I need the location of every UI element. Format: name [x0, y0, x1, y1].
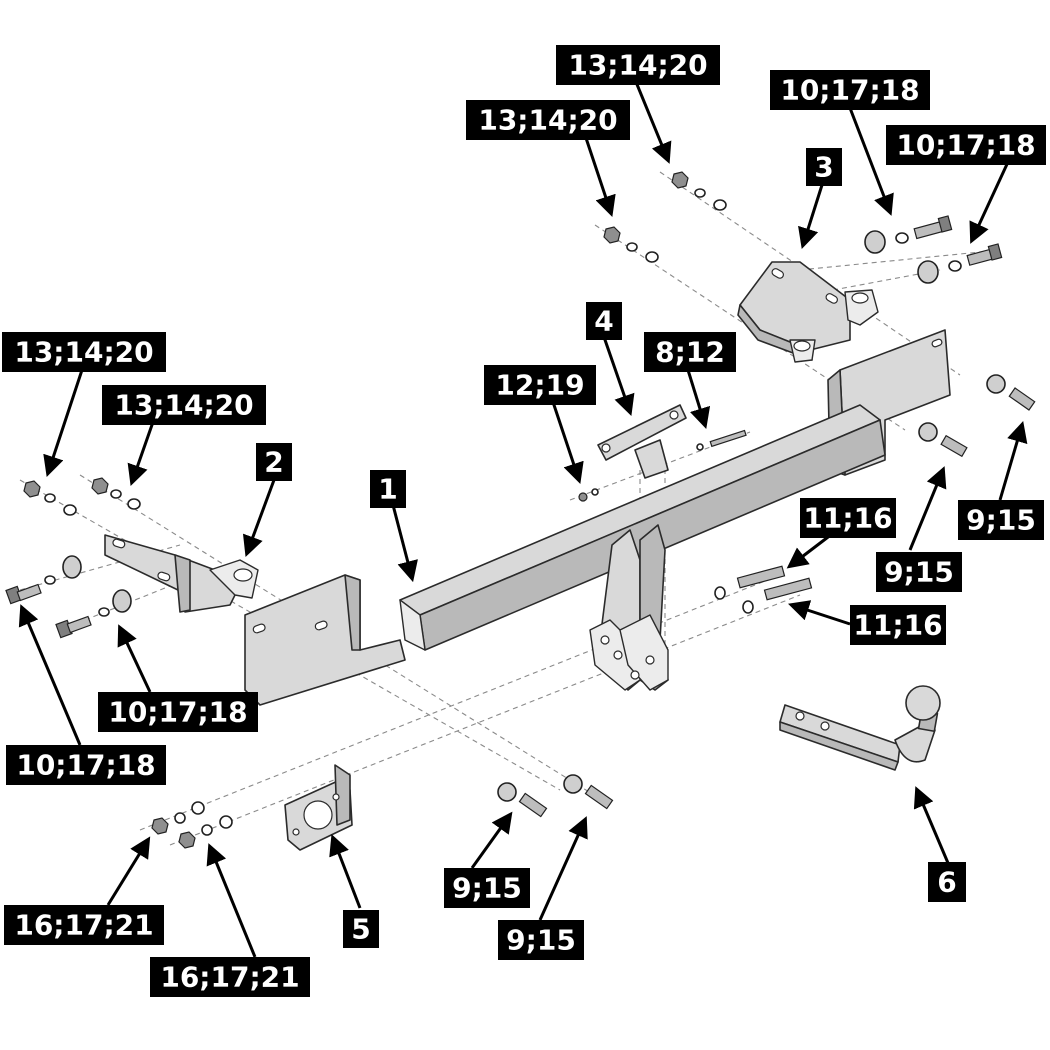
svg-text:12;19: 12;19 — [495, 369, 584, 402]
callout-label: 8;12 — [644, 332, 736, 372]
callout-label: 10;17;18 — [6, 745, 166, 785]
part-label-4: 4 — [586, 302, 622, 340]
callout-label: 10;17;18 — [886, 125, 1046, 165]
left-bracket-part — [104, 534, 259, 613]
callout-label: 9;15 — [876, 552, 962, 592]
svg-text:8;12: 8;12 — [655, 336, 725, 369]
callout-label: 10;17;18 — [98, 692, 258, 732]
callout-label: 12;19 — [484, 365, 596, 405]
svg-text:16;17;21: 16;17;21 — [160, 961, 299, 994]
callout-label: 16;17;21 — [4, 905, 164, 945]
callout-label: 13;14;20 — [2, 332, 166, 372]
callout-label: 10;17;18 — [770, 70, 930, 110]
callout-label: 11;16 — [850, 605, 946, 645]
callout-label: 13;14;20 — [556, 45, 720, 85]
svg-text:4: 4 — [594, 305, 613, 338]
svg-text:9;15: 9;15 — [966, 504, 1036, 537]
svg-text:10;17;18: 10;17;18 — [780, 74, 919, 107]
svg-text:5: 5 — [351, 913, 370, 946]
callout-label: 9;15 — [498, 920, 584, 960]
part-label-5: 5 — [343, 910, 379, 948]
fasteners — [5, 171, 1036, 849]
svg-text:9;15: 9;15 — [506, 924, 576, 957]
part-label-3: 3 — [806, 148, 842, 186]
svg-text:13;14;20: 13;14;20 — [568, 49, 707, 82]
socket-plate-part — [284, 764, 353, 851]
svg-text:11;16: 11;16 — [853, 609, 942, 642]
right-bracket-part — [737, 261, 879, 363]
svg-text:10;17;18: 10;17;18 — [108, 696, 247, 729]
svg-text:3: 3 — [814, 151, 833, 184]
callout-label: 9;15 — [444, 868, 530, 908]
callout-label: 16;17;21 — [150, 957, 310, 997]
svg-text:13;14;20: 13;14;20 — [114, 389, 253, 422]
svg-text:11;16: 11;16 — [803, 502, 892, 535]
svg-text:10;17;18: 10;17;18 — [16, 749, 155, 782]
callout-label: 11;16 — [800, 498, 896, 538]
towball-part — [779, 685, 941, 771]
svg-text:13;14;20: 13;14;20 — [478, 104, 617, 137]
callout-label: 13;14;20 — [466, 100, 630, 140]
svg-text:2: 2 — [264, 446, 283, 479]
part-label-1: 1 — [370, 470, 406, 508]
svg-text:13;14;20: 13;14;20 — [14, 336, 153, 369]
svg-text:9;15: 9;15 — [452, 872, 522, 905]
svg-text:6: 6 — [937, 866, 956, 899]
callout-label: 9;15 — [958, 500, 1044, 540]
svg-text:16;17;21: 16;17;21 — [14, 909, 153, 942]
leader-arrows — [18, 81, 1028, 958]
socket-bracket-part — [597, 404, 687, 479]
svg-text:9;15: 9;15 — [884, 556, 954, 589]
part-label-2: 2 — [256, 443, 292, 481]
callout-label: 13;14;20 — [102, 385, 266, 425]
svg-text:10;17;18: 10;17;18 — [896, 129, 1035, 162]
svg-text:1: 1 — [378, 473, 397, 506]
part-label-6: 6 — [928, 862, 966, 902]
